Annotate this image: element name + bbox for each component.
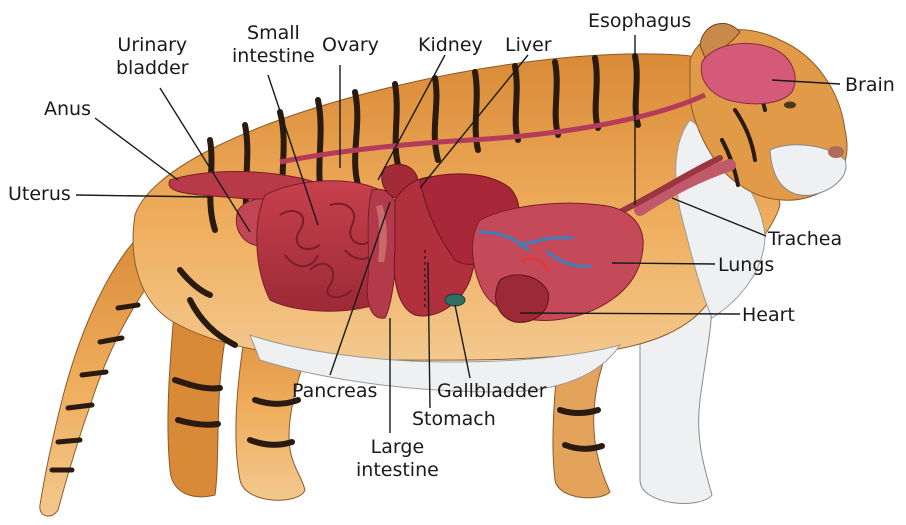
label-liver: Liver: [505, 34, 552, 57]
label-uterus: Uterus: [8, 183, 71, 206]
label-large-intestine: Large intestine: [356, 436, 439, 482]
label-heart: Heart: [742, 304, 795, 327]
label-urinary-bladder: Urinary bladder: [116, 34, 189, 80]
label-lungs: Lungs: [718, 254, 774, 277]
label-pancreas: Pancreas: [292, 380, 377, 403]
gallbladder-organ: [445, 294, 465, 306]
label-stomach: Stomach: [412, 408, 496, 431]
label-kidney: Kidney: [418, 34, 483, 57]
label-trachea: Trachea: [768, 228, 842, 251]
tiger-nose: [828, 146, 844, 158]
tiger-eye: [784, 102, 796, 109]
label-esophagus: Esophagus: [588, 10, 691, 33]
heart-organ: [496, 275, 549, 323]
label-gallbladder: Gallbladder: [437, 380, 547, 403]
label-brain: Brain: [845, 74, 895, 97]
label-small-intestine: Small intestine: [232, 22, 315, 68]
label-ovary: Ovary: [322, 34, 379, 57]
label-anus: Anus: [44, 98, 91, 121]
